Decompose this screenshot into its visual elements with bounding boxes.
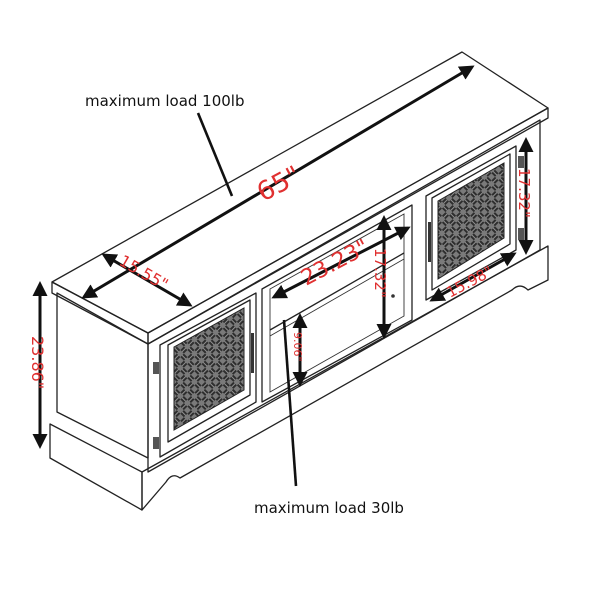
cable-hole <box>391 294 395 298</box>
shelf-clearance-dimension: 9.06" <box>291 332 304 362</box>
right-door-handle <box>428 222 431 262</box>
left-door-mesh-panel <box>173 307 245 431</box>
top-load-label: maximum load 100lb <box>85 92 245 110</box>
top-load-leader <box>196 112 234 197</box>
width-dimension: 65" <box>252 161 306 209</box>
left-door-handle <box>251 333 254 373</box>
labels: maximum load 100lb maximum load 30lb 65"… <box>28 92 533 517</box>
center-height-dimension: 17.32" <box>371 248 389 298</box>
left-base-plinth <box>49 423 143 511</box>
left-door-frame <box>159 292 257 458</box>
left-side-panel <box>56 292 149 459</box>
shelf-load-leader <box>282 319 298 487</box>
left-door-inner <box>167 299 251 443</box>
dimension-arrows <box>32 65 534 487</box>
side-cabinet-height-dimension: 17.32" <box>515 168 533 218</box>
center-opening <box>261 204 413 403</box>
top-left-edge <box>51 281 149 345</box>
height-dimension: 23.86" <box>28 336 47 389</box>
right-door-hinge-top <box>518 156 524 168</box>
right-door-hinge-bottom <box>518 228 524 240</box>
depth-arrow <box>101 253 193 307</box>
side-cabinet-width-arrow <box>429 252 517 302</box>
left-door-hinge-bottom <box>153 437 159 449</box>
shelf-load-label: maximum load 30lb <box>254 499 404 517</box>
left-door-hinge-top <box>153 362 159 374</box>
